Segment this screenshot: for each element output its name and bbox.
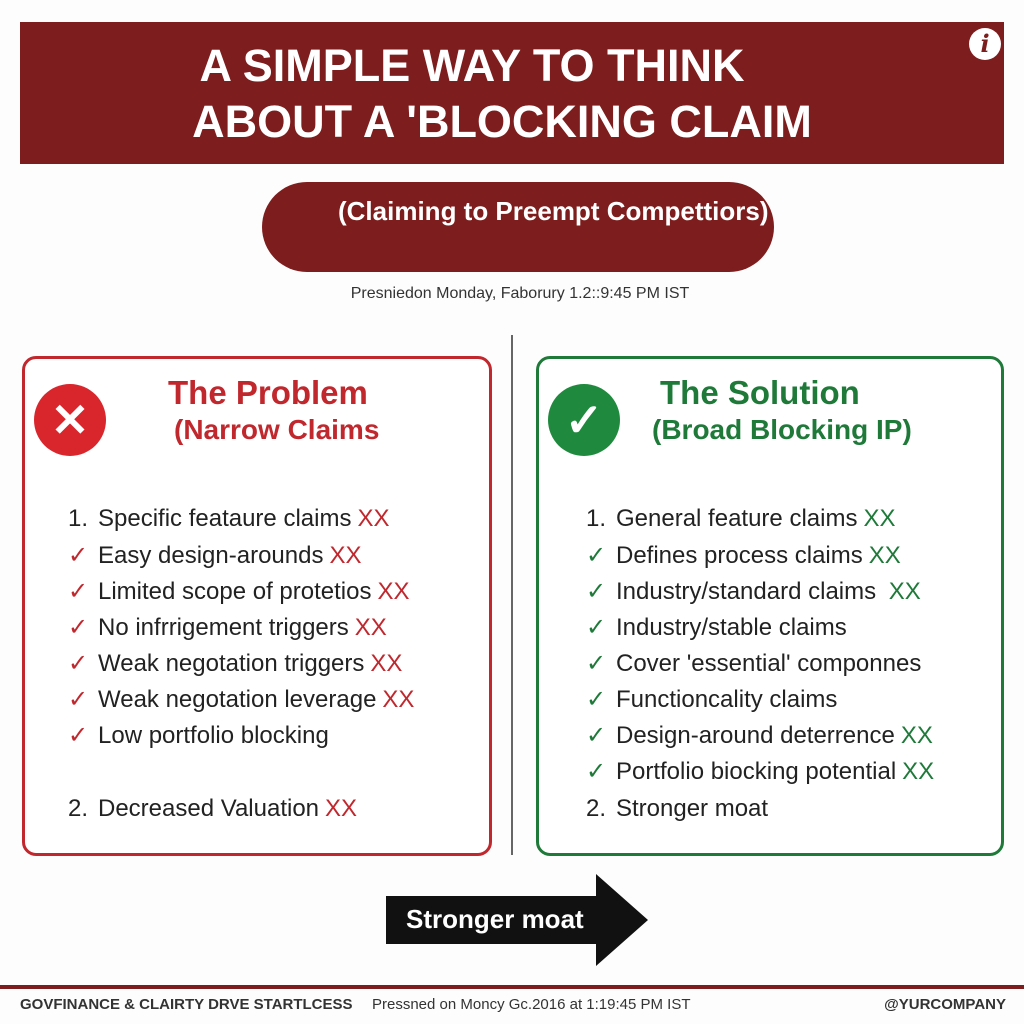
info-icon[interactable]: i [969, 28, 1001, 60]
list-item: ✓ Low portfolio blocking [68, 721, 335, 750]
item-text: Low portfolio blocking [98, 722, 329, 749]
item-flag: XX [382, 686, 415, 713]
title-line-1: A SIMPLE WAY TO THINK [199, 40, 745, 91]
checkmark-icon: ✓ [586, 722, 607, 749]
item-text: Stronger moat [616, 795, 769, 822]
item-text: Decreased Valuation [98, 795, 320, 822]
item-flag: XX [354, 614, 387, 641]
list-item: 2. Stronger moat [586, 795, 774, 823]
item-text: Portfolio biocking potential [616, 758, 897, 785]
item-flag: XX [863, 505, 896, 532]
arrow-right-icon [386, 874, 648, 966]
stronger-moat-arrow: Stronger moat [386, 874, 648, 971]
item-text: Functioncality claims [616, 686, 838, 713]
arrow-label: Stronger moat [406, 904, 584, 934]
checkmark-icon: ✓ [586, 686, 607, 713]
item-flag: XX [868, 542, 901, 569]
item-text: Limited scope of protetios [98, 578, 372, 605]
list-number: 2. [68, 795, 89, 822]
item-flag: XX [325, 795, 358, 822]
checkmark-icon: ✓ [586, 758, 607, 785]
footer-left: GOVFINANCE & CLAIRTY DRVE STARTLCESS [20, 996, 353, 1013]
item-flag: XX [900, 722, 933, 749]
checkmark-icon: ✓ [68, 578, 89, 605]
item-flag: XX [377, 578, 410, 605]
solution-title: The Solution [660, 374, 860, 411]
title-banner [20, 22, 1004, 164]
item-text: Cover 'essential' componnes [616, 650, 922, 677]
item-flag: XX [370, 650, 403, 677]
subtitle: (Claiming to Preempt Compettiors) [338, 196, 769, 226]
checkmark-icon: ✓ [586, 578, 607, 605]
item-flag: XX [357, 505, 390, 532]
footer-middle: Pressned on Moncy Gc.2016 at 1:19:45 PM … [372, 996, 691, 1013]
item-text: Industry/standard claims [616, 578, 883, 605]
title-line-2: ABOUT A 'BLOCKING CLAIM [192, 96, 812, 147]
page-title: A SIMPLE WAY TO THINK ABOUT A 'BLOCKING … [0, 38, 1004, 150]
checkmark-icon: ✓ [68, 614, 89, 641]
checkmark-icon: ✓ [68, 686, 89, 713]
footer-handle: @YURCOMPANY [884, 996, 1006, 1013]
checkmark-icon: ✓ [586, 542, 607, 569]
list-item: ✓ Industry/standard claims XX [586, 577, 921, 606]
checkmark-icon: ✓ [586, 650, 607, 677]
item-text: Specific feataure claims [98, 505, 352, 532]
item-text: General feature claims [616, 505, 858, 532]
item-flag: XX [888, 578, 921, 605]
checkmark-icon: ✓ [68, 542, 89, 569]
item-text: Industry/stable claims [616, 614, 847, 641]
item-text: Weak negotation triggers [98, 650, 365, 677]
list-number: 1. [586, 505, 607, 532]
footer-rule [0, 985, 1024, 989]
x-circle-icon: ✕ [34, 384, 106, 456]
subtitle-pill: (Claiming to Preempt Compettiors) [262, 182, 774, 272]
item-text: Defines process claims [616, 542, 863, 569]
checkmark-icon: ✓ [68, 650, 89, 677]
check-circle-icon: ✓ [548, 384, 620, 456]
item-text: No infrrigement triggers [98, 614, 349, 641]
list-item: ✓ Cover 'essential' componnes [586, 649, 927, 678]
problem-subtitle: (Narrow Claims [174, 414, 380, 445]
list-item: ✓ Functioncality claims [586, 685, 843, 714]
list-item: ✓ Industry/stable claims [586, 613, 853, 642]
problem-title: The Problem [168, 374, 368, 411]
posted-timestamp: Presniedon Monday, Faborury 1.2::9:45 PM… [350, 285, 690, 302]
checkmark-icon: ✓ [586, 614, 607, 641]
item-text: Easy design-arounds [98, 542, 324, 569]
item-flag: XX [329, 542, 362, 569]
checkmark-icon: ✓ [68, 722, 89, 749]
list-number: 2. [586, 795, 607, 822]
item-text: Weak negotation leverage [98, 686, 377, 713]
solution-subtitle: (Broad Blocking IP) [652, 414, 912, 445]
list-number: 1. [68, 505, 89, 532]
item-flag: XX [902, 758, 935, 785]
item-text: Design-around deterrence [616, 722, 895, 749]
center-divider [511, 335, 513, 855]
